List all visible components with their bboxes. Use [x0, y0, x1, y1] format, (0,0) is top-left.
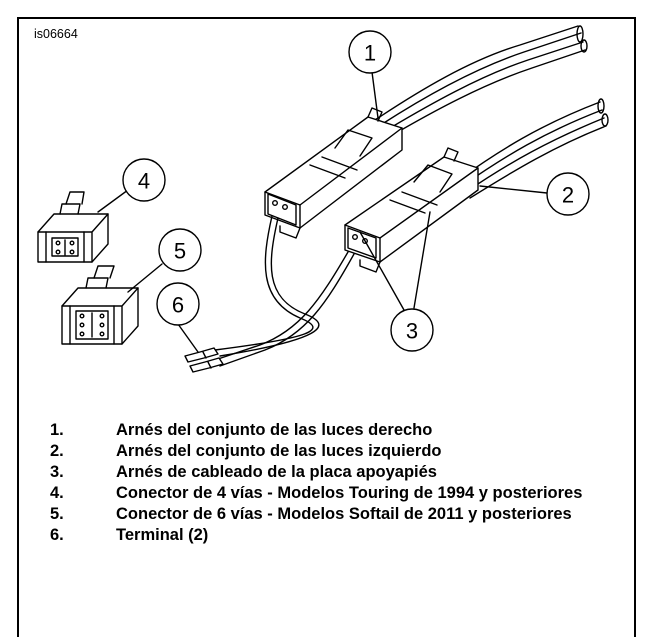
- callout-6: 6: [172, 293, 184, 318]
- legend-text: Conector de 6 vías - Modelos Softail de …: [116, 505, 572, 523]
- legend-number: 2.: [50, 442, 64, 460]
- legend-number: 4.: [50, 484, 64, 502]
- four-way-connector: [37, 191, 109, 263]
- callout-circle-5: [158, 228, 202, 272]
- upper-connector: [264, 107, 403, 239]
- callout-circle-2: [546, 172, 590, 216]
- legend-item: 1. Arnés del conjunto de las luces derech…: [50, 420, 610, 441]
- legend-item: 6. Terminal (2): [50, 525, 610, 546]
- terminals: [184, 347, 224, 373]
- legend-text: Arnés del conjunto de las luces izquierd…: [116, 442, 442, 460]
- legend-item: 4. Conector de 4 vías - Modelos Touring d…: [50, 483, 610, 504]
- legend-text: Terminal (2): [116, 526, 209, 544]
- legend-item: 5. Conector de 6 vías - Modelos Softail d…: [50, 504, 610, 525]
- legend-text: Arnés de cableado de la placa apoyapiés: [116, 463, 437, 481]
- legend-number: 6.: [50, 526, 64, 544]
- callout-1: 1: [364, 41, 376, 66]
- legend-list: 1. Arnés del conjunto de las luces derech…: [50, 420, 610, 546]
- callout-circle-6: [156, 282, 200, 326]
- legend-number: 3.: [50, 463, 64, 481]
- legend-item: 2. Arnés del conjunto de las luces izquie…: [50, 441, 610, 462]
- callout-3: 3: [406, 319, 418, 344]
- upper-harness-wires: [371, 25, 588, 141]
- legend-item: 3. Arnés de cableado de la placa apoyapié…: [50, 462, 610, 483]
- legend-text: Conector de 4 vías - Modelos Touring de …: [116, 484, 583, 502]
- callout-circle-3: [390, 308, 434, 352]
- callout-leaders: [97, 71, 548, 353]
- lower-connector: [344, 147, 479, 273]
- legend-number: 5.: [50, 505, 64, 523]
- legend-text: Arnés del conjunto de las luces derecho: [116, 421, 433, 439]
- callout-circle-4: [122, 158, 166, 202]
- callout-5: 5: [174, 239, 186, 264]
- six-way-connector: [61, 265, 139, 345]
- legend-number: 1.: [50, 421, 64, 439]
- figure-id: is06664: [34, 27, 78, 41]
- callout-2: 2: [562, 183, 574, 208]
- figure-frame: [17, 17, 636, 637]
- callout-circle-1: [348, 30, 392, 74]
- callout-4: 4: [138, 169, 150, 194]
- footboard-harness-wires: [214, 215, 355, 367]
- harness-illustration: 1 2 3 4 5 6: [37, 25, 609, 373]
